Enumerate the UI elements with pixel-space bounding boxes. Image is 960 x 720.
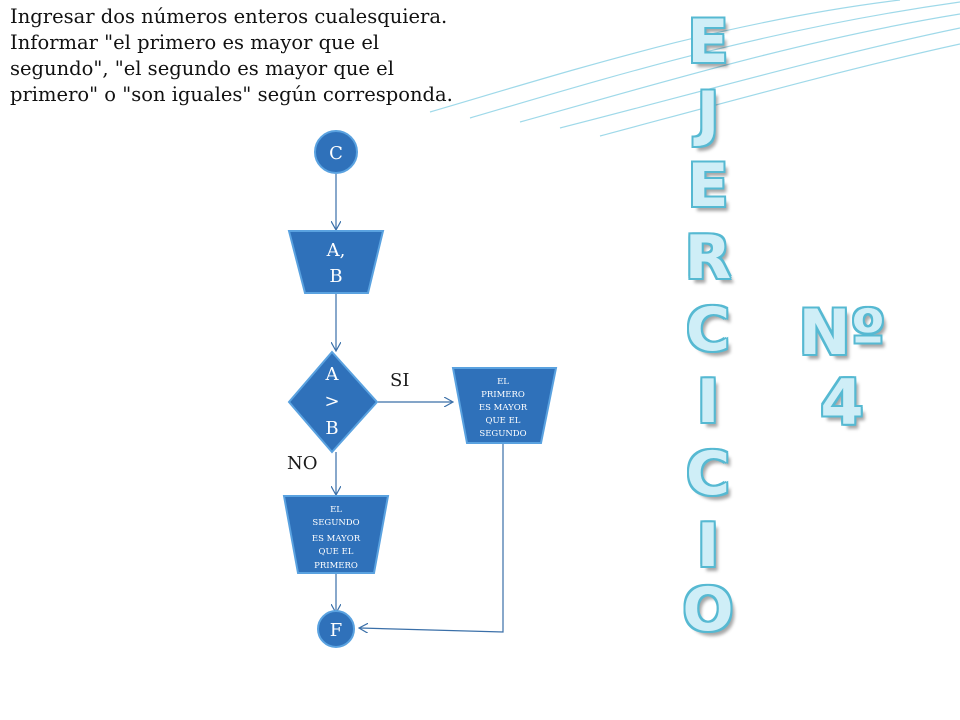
decision-node: A > B bbox=[287, 350, 379, 454]
input-line-2: B bbox=[329, 266, 342, 287]
no-output-line-3: ES MAYOR bbox=[312, 534, 361, 544]
no-output-line-4: QUE EL bbox=[319, 547, 354, 557]
title-letter-3: E bbox=[687, 151, 729, 221]
yes-output-line-2: PRIMERO bbox=[481, 390, 525, 400]
no-output-line-2: SEGUNDO bbox=[312, 518, 359, 528]
exercise-number: Nº 4 bbox=[798, 296, 886, 439]
statement-line-4: primero" o "son iguales" según correspon… bbox=[10, 83, 453, 106]
end-label: F bbox=[330, 620, 343, 641]
yes-output-line-1: EL bbox=[497, 377, 509, 387]
title-letter-7: C bbox=[685, 439, 731, 509]
statement-line-3: segundo", "el segundo es mayor que el bbox=[10, 57, 394, 80]
yes-output-node: EL PRIMERO ES MAYOR QUE EL SEGUNDO bbox=[451, 367, 558, 444]
title-letter-8: I bbox=[696, 511, 720, 581]
start-label: C bbox=[329, 143, 343, 164]
decision-line-1: A bbox=[325, 364, 340, 385]
decision-line-2: > bbox=[324, 391, 339, 412]
no-output-line-1: EL bbox=[330, 505, 342, 515]
no-output-node: EL SEGUNDO ES MAYOR QUE EL PRIMERO bbox=[282, 495, 390, 574]
arrow-yes-output-to-end bbox=[360, 443, 504, 632]
title-letter-4: R bbox=[684, 223, 732, 293]
corner-swoosh bbox=[429, 0, 960, 137]
title-letter-5: C bbox=[685, 295, 731, 365]
flow-connectors bbox=[336, 174, 504, 632]
title-letter-9: O bbox=[682, 575, 734, 645]
no-label: NO bbox=[287, 453, 318, 474]
yes-output-line-4: QUE EL bbox=[486, 416, 521, 426]
yes-output-line-5: SEGUNDO bbox=[479, 429, 526, 439]
yes-label: SI bbox=[390, 370, 409, 391]
problem-statement: Ingresar dos números enteros cualesquier… bbox=[10, 4, 490, 108]
start-terminal: C bbox=[314, 130, 358, 174]
title-letter-1: E bbox=[687, 7, 729, 77]
title-letter-6: I bbox=[696, 367, 720, 437]
input-node: A, B bbox=[287, 230, 385, 294]
statement-line-1: Ingresar dos números enteros cualesquier… bbox=[10, 5, 448, 28]
end-terminal: F bbox=[317, 610, 355, 648]
statement-line-2: Informar "el primero es mayor que el bbox=[10, 31, 380, 54]
yes-output-line-3: ES MAYOR bbox=[479, 403, 528, 413]
title-letter-2: J bbox=[696, 79, 720, 149]
decision-line-3: B bbox=[325, 418, 338, 439]
no-output-line-5: PRIMERO bbox=[314, 561, 358, 571]
input-line-1: A, bbox=[326, 240, 346, 261]
